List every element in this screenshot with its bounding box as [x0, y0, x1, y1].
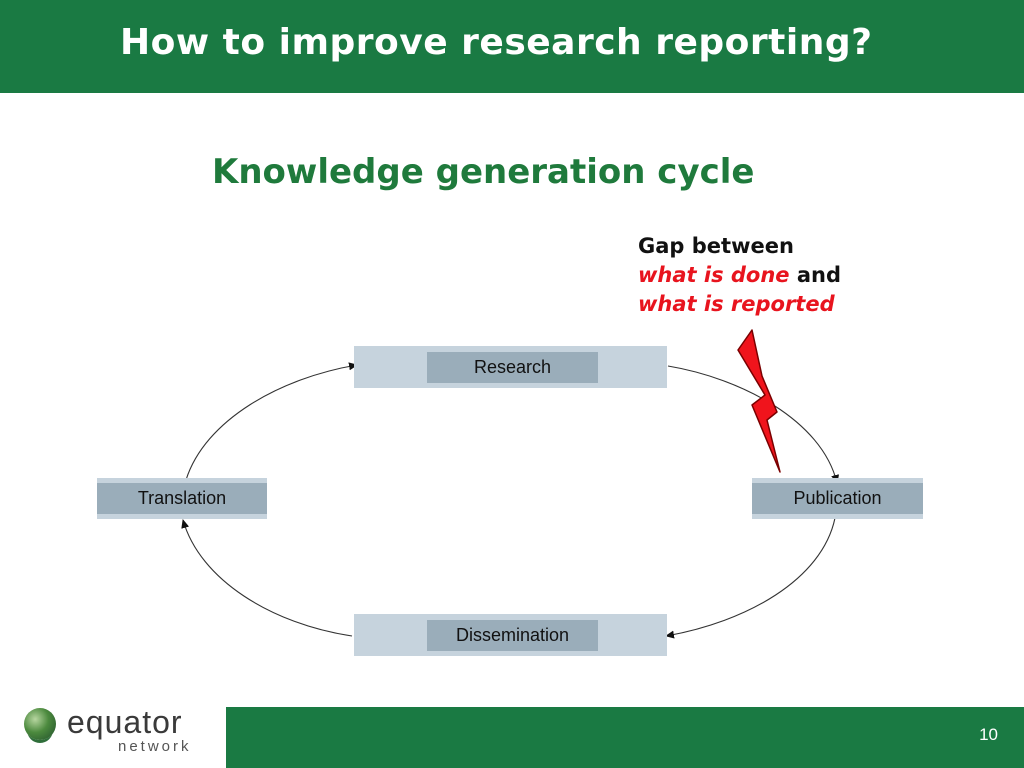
gap-callout: Gap between what is done and what is rep… [638, 232, 841, 319]
callout-line-2: what is done and [638, 261, 841, 290]
stage-publication-label: Publication [752, 483, 923, 514]
logo-word: equator [67, 704, 183, 740]
stage-research: Research [354, 346, 667, 388]
equator-network-logo: equator network [22, 704, 222, 760]
arrow-publication-to-dissemination [665, 517, 836, 639]
arrow-dissemination-to-translation [181, 519, 353, 637]
callout-and: and [796, 263, 842, 287]
stage-research-label: Research [427, 352, 598, 383]
stage-dissemination: Dissemination [354, 614, 667, 656]
callout-what-is-done: what is done [638, 263, 790, 287]
stage-dissemination-label: Dissemination [427, 620, 598, 651]
diagram-heading: Knowledge generation cycle [212, 152, 755, 192]
callout-line-1: Gap between [638, 234, 794, 258]
title-bar: How to improve research reporting? [0, 0, 1024, 93]
stage-translation: Translation [97, 478, 267, 519]
stage-translation-label: Translation [97, 483, 267, 514]
logo-subword: network [118, 738, 192, 755]
stage-publication: Publication [752, 478, 923, 519]
page-number: 10 [979, 725, 998, 744]
arrow-translation-to-research [185, 362, 358, 481]
slide-title: How to improve research reporting? [120, 22, 873, 63]
footer-bar: 10 [226, 707, 1024, 768]
arrow-research-to-publication [667, 365, 840, 484]
lightning-bolt-icon [737, 329, 781, 473]
globe-icon [24, 708, 56, 740]
callout-what-is-reported: what is reported [638, 292, 835, 316]
